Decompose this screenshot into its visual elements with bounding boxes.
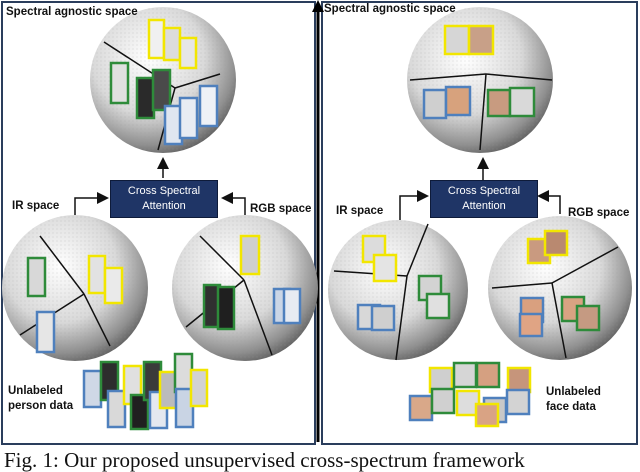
right-agnostic-space-label: Spectral agnostic space — [324, 3, 456, 15]
right-unlabeled-line1: Unlabeled — [546, 386, 601, 398]
right-rgb-face-crops — [518, 229, 601, 338]
figure-caption: Fig. 1: Our proposed unsupervised cross-… — [4, 448, 525, 472]
left-panel-border — [1, 1, 316, 445]
left-rgb-space-label: RGB space — [250, 203, 312, 215]
left-cross-spectral-attention-box: Cross Spectral Attention — [110, 180, 218, 218]
left-unlabeled-line1: Unlabeled — [8, 385, 63, 397]
right-connectors — [399, 157, 561, 220]
right-rgb-space-label: RGB space — [568, 207, 630, 219]
left-rgb-person-crops — [202, 234, 302, 331]
left-agnostic-person-crops — [109, 18, 219, 146]
right-unlabeled-line2: face data — [546, 401, 596, 413]
center-axis-arrowhead — [312, 0, 324, 12]
left-unlabeled-person-pile — [82, 352, 209, 431]
right-agnostic-face-crops — [422, 24, 536, 120]
left-agnostic-space-label: Spectral agnostic space — [6, 6, 138, 18]
left-unlabeled-label: Unlabeled person data — [8, 384, 73, 414]
framework-figure — [1, 0, 638, 445]
left-connectors — [74, 157, 246, 215]
right-panel-border — [321, 1, 638, 445]
left-attention-line2: Attention — [142, 200, 186, 212]
right-ir-space-label: IR space — [336, 205, 384, 217]
right-attention-line2: Attention — [462, 200, 506, 212]
left-attention-line1: Cross Spectral — [127, 185, 201, 197]
right-ir-face-crops — [356, 234, 451, 332]
right-attention-line1: Cross Spectral — [447, 185, 521, 197]
right-unlabeled-label: Unlabeled face data — [546, 385, 601, 415]
left-unlabeled-line2: person data — [8, 400, 74, 412]
left-ir-person-crops — [26, 254, 124, 354]
right-ir-sphere — [328, 220, 468, 361]
left-ir-space-label: IR space — [12, 200, 60, 212]
right-cross-spectral-attention-box: Cross Spectral Attention — [430, 180, 538, 218]
right-unlabeled-face-pile — [408, 361, 532, 428]
left-ir-sphere — [2, 215, 148, 361]
